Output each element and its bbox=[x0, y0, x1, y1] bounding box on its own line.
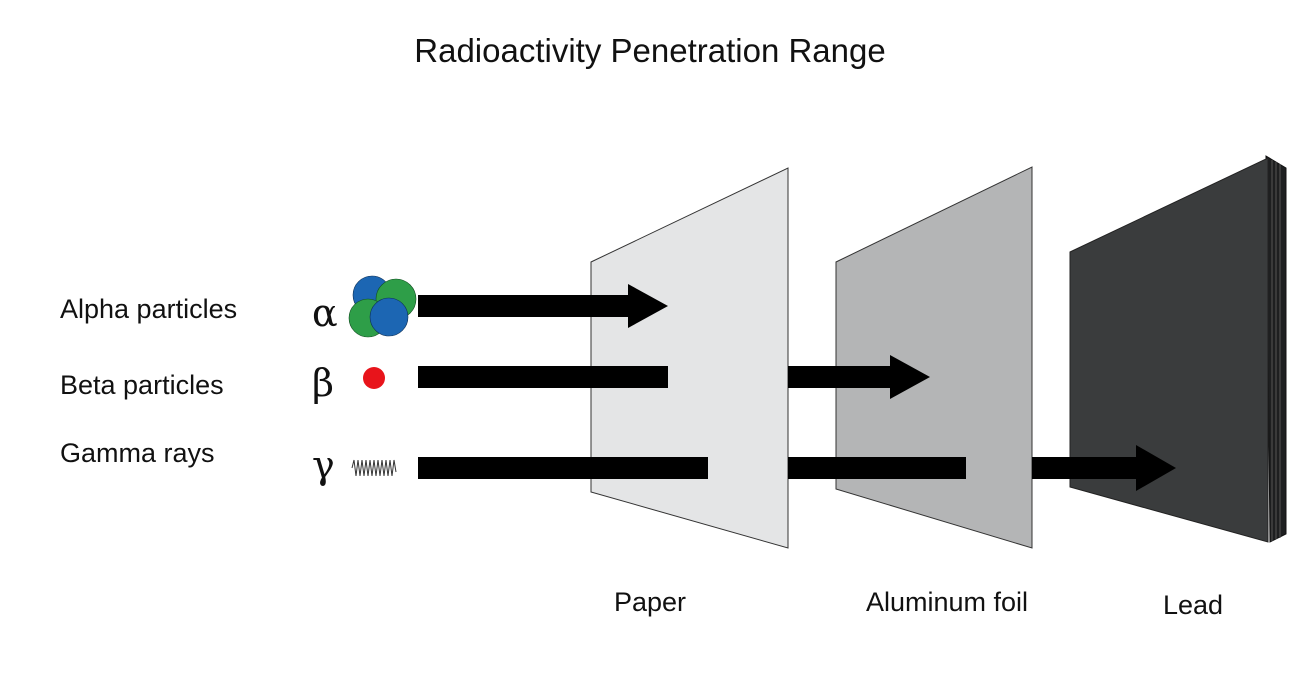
gamma-arrow-shaft-2 bbox=[788, 457, 966, 479]
gamma-arrow-head bbox=[1136, 445, 1176, 491]
beta-arrow-shaft-back bbox=[788, 366, 892, 388]
beta-symbol: β bbox=[312, 361, 334, 405]
alpha-arrow bbox=[418, 284, 668, 328]
gamma-arrow bbox=[418, 445, 1176, 491]
aluminum-sheet bbox=[835, 166, 1033, 549]
alpha-proton bbox=[369, 297, 409, 337]
beta-arrow-head bbox=[890, 355, 930, 399]
alpha-arrow-shaft bbox=[418, 295, 630, 317]
alpha-symbol: α bbox=[312, 291, 338, 335]
paper-label: Paper bbox=[613, 587, 687, 617]
gamma-arrow-shaft-3 bbox=[1032, 457, 1138, 479]
beta-arrow-shaft-front bbox=[418, 366, 668, 388]
gamma-label: Gamma rays bbox=[60, 438, 215, 468]
page-title: Radioactivity Penetration Range bbox=[414, 32, 886, 69]
gamma-symbol: γ bbox=[312, 443, 335, 487]
lead-block-face bbox=[1069, 157, 1269, 543]
beta-particle-icon bbox=[363, 367, 385, 389]
beta-label: Beta particles bbox=[60, 370, 224, 400]
alpha-arrow-head bbox=[628, 284, 668, 328]
beta-arrow bbox=[418, 355, 930, 399]
lead-block bbox=[1069, 155, 1287, 543]
gamma-wave-icon bbox=[351, 459, 397, 477]
paper-sheet bbox=[590, 167, 789, 549]
aluminum-label: Aluminum foil bbox=[865, 587, 1029, 617]
lead-label: Lead bbox=[1162, 590, 1224, 620]
gamma-arrow-shaft-1 bbox=[418, 457, 708, 479]
alpha-particle-icon bbox=[348, 275, 417, 338]
alpha-label: Alpha particles bbox=[60, 294, 238, 324]
